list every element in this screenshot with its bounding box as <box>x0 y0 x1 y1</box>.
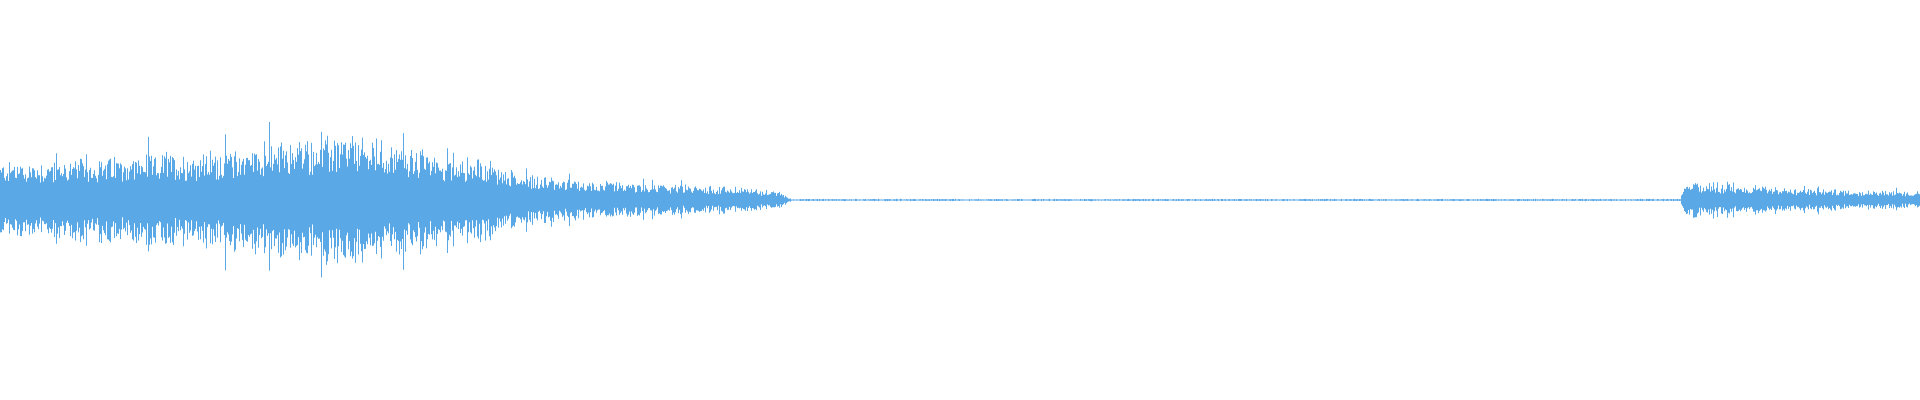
waveform-trace <box>0 122 1920 278</box>
